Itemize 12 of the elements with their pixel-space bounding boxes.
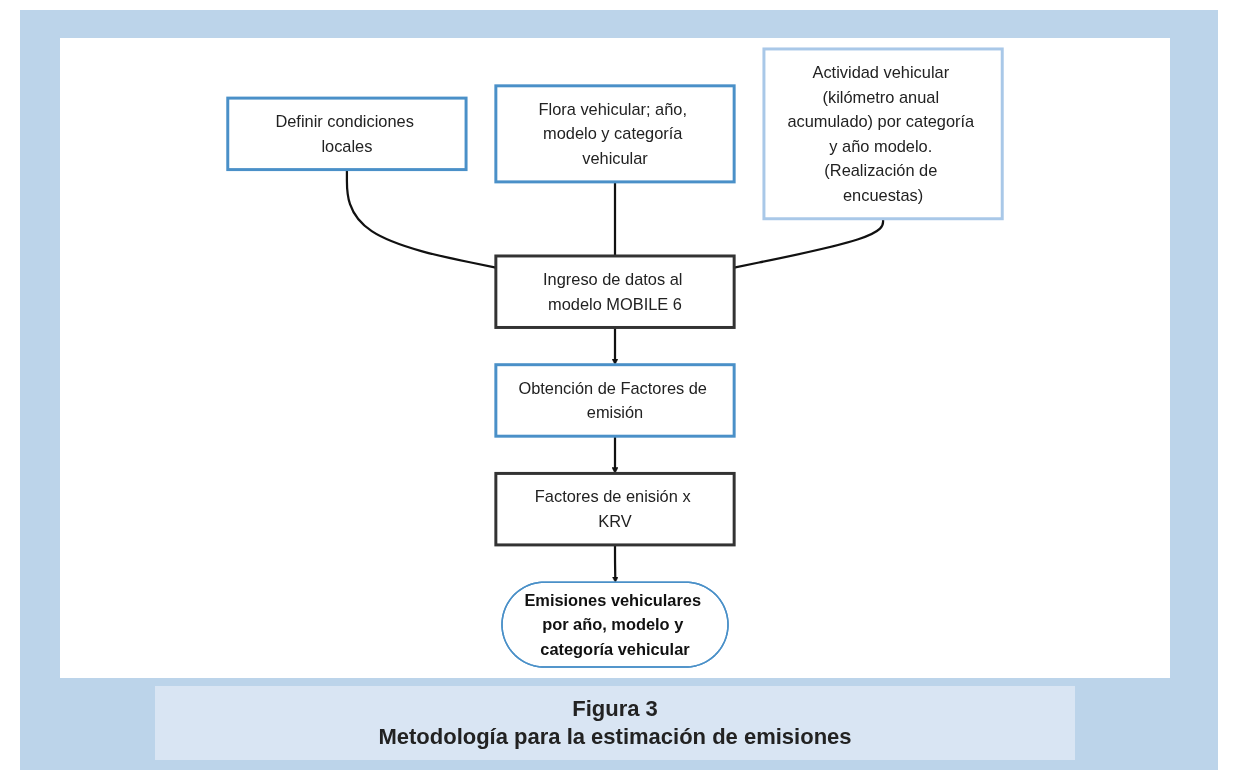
node-box: Factores de enisión x KRV xyxy=(494,471,736,547)
figure-number: Figura 3 xyxy=(571,696,659,722)
node-box: Flora vehicular; año, modelo y categoría vehicular xyxy=(494,84,736,184)
node-box: Actividad vehicular (kilómetro anual acumulado) por categoría y año modelo. (Realización de encuestas) xyxy=(762,47,1004,221)
arrow xyxy=(611,436,619,474)
node-box: Definir condiciones locales xyxy=(226,96,468,172)
node-box: Obtención de Factores de emisión xyxy=(494,363,736,438)
arrow xyxy=(612,544,619,583)
connector xyxy=(613,181,617,256)
node-box: Ingreso de datos al modelo MOBILE 6 xyxy=(494,254,736,329)
figure-caption: Metodología para la estimación de emisiones xyxy=(377,724,853,750)
arrow xyxy=(611,327,619,365)
